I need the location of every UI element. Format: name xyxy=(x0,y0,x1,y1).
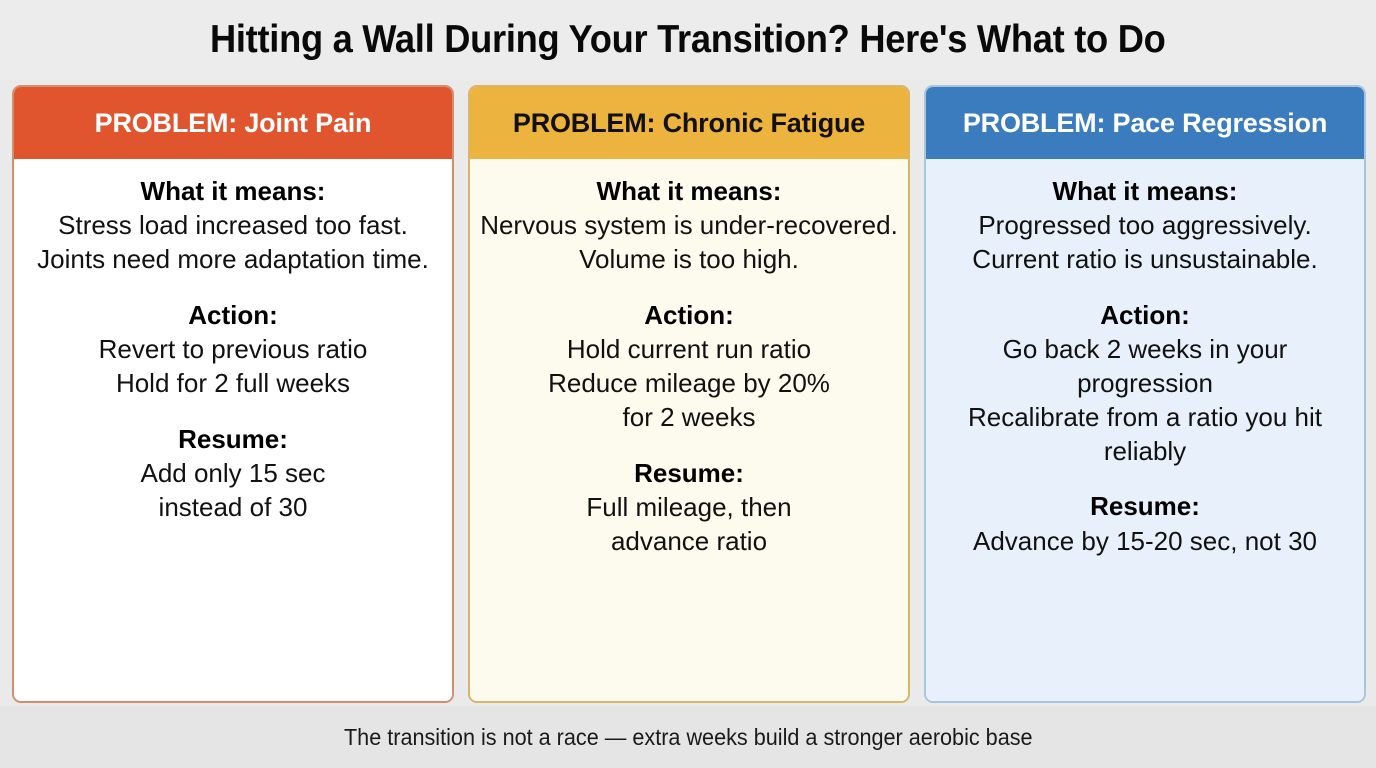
section-action: Action: Hold current run ratio Reduce mi… xyxy=(478,299,900,435)
section-resume: Resume: Full mileage, then advance ratio xyxy=(478,457,900,559)
card-body-chronic-fatigue: What it means: Nervous system is under-r… xyxy=(470,159,908,701)
section-resume: Resume: Advance by 15-20 sec, not 30 xyxy=(934,490,1356,558)
card-body-pace-regression: What it means: Progressed too aggressive… xyxy=(926,159,1364,701)
section-action: Action: Go back 2 weeks in your progress… xyxy=(934,299,1356,468)
section-label-action: Action: xyxy=(1100,299,1190,330)
page-title: Hitting a Wall During Your Transition? H… xyxy=(210,18,1166,61)
section-text-means: Progressed too aggressively. Current rat… xyxy=(972,210,1318,275)
section-text-means: Nervous system is under-recovered. Volum… xyxy=(480,210,898,275)
section-label-action: Action: xyxy=(188,299,278,330)
section-resume: Resume: Add only 15 sec instead of 30 xyxy=(22,423,444,525)
problem-cards-row: PROBLEM: Joint Pain What it means: Stres… xyxy=(0,80,1376,706)
section-text-action: Go back 2 weeks in your progression Reca… xyxy=(967,334,1323,466)
section-label-resume: Resume: xyxy=(178,423,288,454)
section-label-action: Action: xyxy=(644,299,734,330)
section-what-it-means: What it means: Stress load increased too… xyxy=(22,175,444,277)
problem-card-pace-regression: PROBLEM: Pace Regression What it means: … xyxy=(924,85,1366,703)
section-text-resume: Add only 15 sec instead of 30 xyxy=(140,457,326,522)
footer-note: The transition is not a race — extra wee… xyxy=(343,723,1033,750)
problem-card-joint-pain: PROBLEM: Joint Pain What it means: Stres… xyxy=(12,85,454,703)
card-body-joint-pain: What it means: Stress load increased too… xyxy=(14,159,452,701)
problem-card-chronic-fatigue: PROBLEM: Chronic Fatigue What it means: … xyxy=(468,85,910,703)
section-text-resume: Advance by 15-20 sec, not 30 xyxy=(972,525,1317,556)
section-label-means: What it means: xyxy=(1052,176,1238,206)
card-header-pace-regression: PROBLEM: Pace Regression xyxy=(926,87,1364,159)
section-label-means: What it means: xyxy=(140,176,326,206)
section-text-resume: Full mileage, then advance ratio xyxy=(586,491,792,556)
section-text-means: Stress load increased too fast. Joints n… xyxy=(37,210,429,275)
section-label-means: What it means: xyxy=(596,176,782,206)
card-header-joint-pain: PROBLEM: Joint Pain xyxy=(14,87,452,159)
section-what-it-means: What it means: Progressed too aggressive… xyxy=(934,175,1356,277)
section-what-it-means: What it means: Nervous system is under-r… xyxy=(478,175,900,277)
section-label-resume: Resume: xyxy=(634,457,744,488)
card-header-chronic-fatigue: PROBLEM: Chronic Fatigue xyxy=(470,87,908,159)
section-text-action: Hold current run ratio Reduce mileage by… xyxy=(548,334,830,432)
section-text-action: Revert to previous ratio Hold for 2 full… xyxy=(98,334,368,398)
title-bar: Hitting a Wall During Your Transition? H… xyxy=(0,0,1376,80)
section-label-resume: Resume: xyxy=(1090,491,1200,522)
footer-bar: The transition is not a race — extra wee… xyxy=(0,706,1376,768)
section-action: Action: Revert to previous ratio Hold fo… xyxy=(22,299,444,401)
